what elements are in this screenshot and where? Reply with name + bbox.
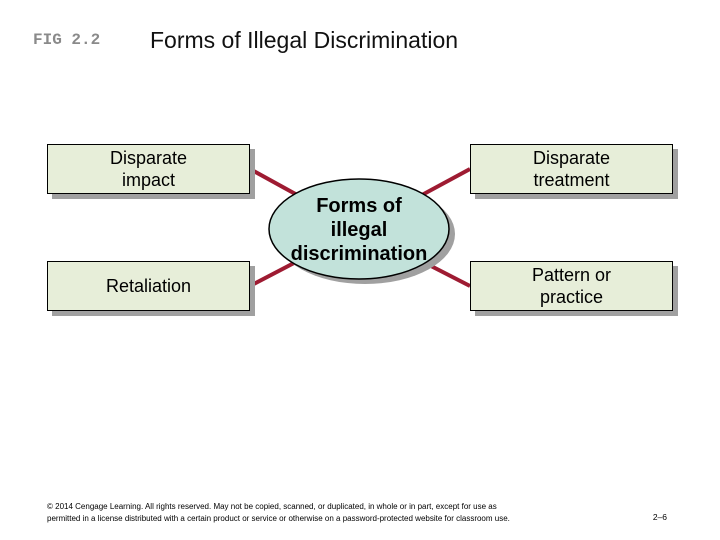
node-label-line1: Disparate	[109, 148, 188, 168]
figure-number-label: FIG 2.2	[33, 31, 101, 49]
node-label-line1: Pattern or	[531, 265, 612, 285]
page-title: Forms of Illegal Discrimination	[150, 27, 459, 53]
node-box-pattern-or-practice: Pattern or practice	[470, 261, 673, 311]
center-label-line1: Forms of	[316, 195, 402, 217]
node-box-disparate-treatment: Disparate treatment	[470, 144, 673, 194]
node-label-line1: Retaliation	[105, 276, 192, 296]
copyright-line1: © 2014 Cengage Learning. All rights rese…	[47, 502, 497, 511]
node-label-line1: Disparate	[532, 148, 611, 168]
node-label-line2: practice	[539, 287, 604, 307]
center-label-line2: illegal	[330, 219, 388, 241]
center-ellipse	[268, 178, 450, 280]
node-label-line2: treatment	[533, 170, 610, 190]
node-label-line2: impact	[121, 170, 175, 190]
node-box-retaliation: Retaliation	[47, 261, 250, 311]
slide-page-number: 2–6	[652, 512, 667, 522]
center-node-label: Forms of illegal discrimination	[269, 194, 449, 266]
copyright-notice: © 2014 Cengage Learning. All rights rese…	[47, 501, 567, 524]
copyright-line2: permitted in a license distributed with …	[47, 513, 510, 523]
center-label-line3: discrimination	[290, 243, 428, 265]
node-box-disparate-impact: Disparate impact	[47, 144, 250, 194]
